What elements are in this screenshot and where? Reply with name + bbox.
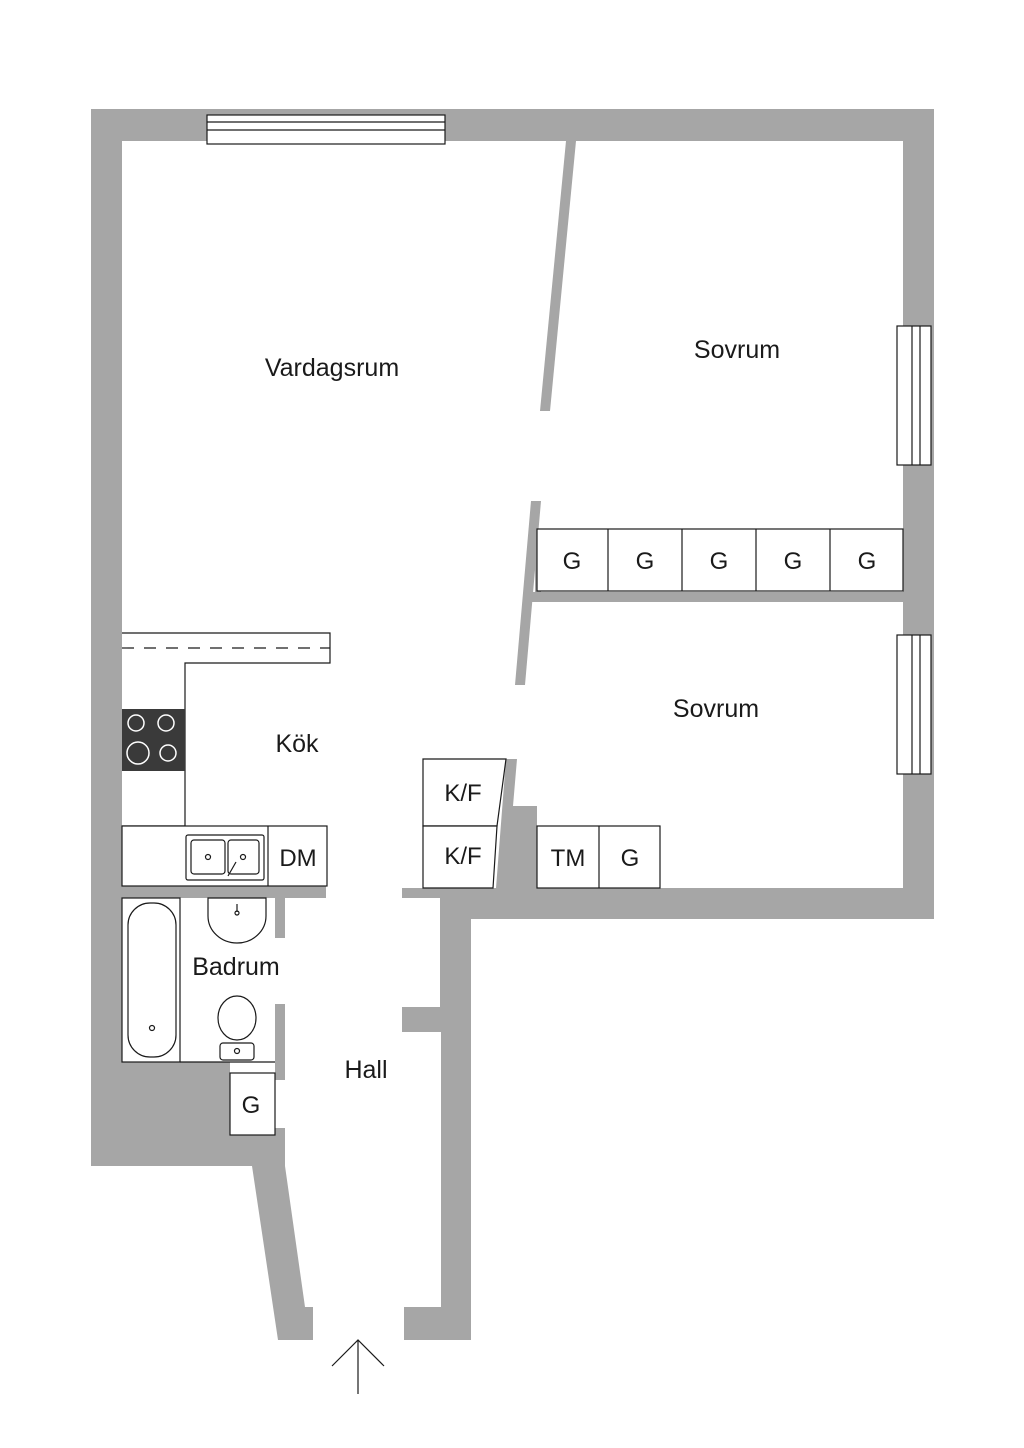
window-bedroom-1 <box>896 325 932 466</box>
sink-icon <box>185 834 265 881</box>
room-label-sovrum-1: Sovrum <box>694 336 780 364</box>
room-label-kok: Kök <box>275 730 319 758</box>
bedroom-units: TM G <box>536 825 661 889</box>
wall-kf-side <box>496 759 537 888</box>
kitchen: DM <box>121 632 331 887</box>
fridge-freezer-label-2: K/F <box>444 843 481 870</box>
washbasin-icon <box>207 897 267 944</box>
fridge-freezer-label-1: K/F <box>444 780 481 807</box>
wardrobe-label-2: G <box>636 548 655 575</box>
wall-kitchen-bath <box>122 886 326 898</box>
bathroom <box>121 897 275 1063</box>
wall-bath-right-top <box>275 898 285 938</box>
wardrobe-label-5: G <box>858 548 877 575</box>
wall-bath-right-bottom <box>275 1004 285 1080</box>
walls <box>91 109 934 1340</box>
wall-hall-left-slanted <box>252 1166 313 1340</box>
hall-closet <box>229 1072 276 1136</box>
fridge-freezer-2 <box>422 825 498 889</box>
wall-left <box>91 109 122 1166</box>
bathtub-icon <box>127 902 177 1058</box>
toilet-icon <box>217 995 257 1061</box>
wardrobe-label-1: G <box>563 548 582 575</box>
windows <box>206 114 932 775</box>
wall-hall-right-bottom <box>402 1007 471 1032</box>
wall-closet-right <box>275 1128 285 1166</box>
tumble-dryer-label: TM <box>551 845 586 872</box>
wall-bottom-bedroom <box>470 888 934 919</box>
dishwasher-label: DM <box>279 845 316 872</box>
hall-closet-label: G <box>242 1092 261 1119</box>
stove-icon <box>122 709 185 771</box>
wardrobe-label-4: G <box>784 548 803 575</box>
wall-hall-bottom-right <box>404 1032 471 1340</box>
room-label-vardagsrum: Vardagsrum <box>265 354 399 382</box>
wardrobes: G G G G G <box>536 528 904 592</box>
wall-hall-stub <box>402 888 442 898</box>
wall-between-bedrooms <box>531 592 903 602</box>
entrance-arrow-icon <box>331 1339 385 1394</box>
wall-right <box>903 109 934 919</box>
wardrobe-label-3: G <box>710 548 729 575</box>
wall-bottom-left <box>91 1062 285 1166</box>
room-label-sovrum-2: Sovrum <box>673 695 759 723</box>
room-label-hall: Hall <box>344 1056 387 1084</box>
window-bedroom-2 <box>896 634 932 775</box>
wall-living-bedroom-slanted <box>540 141 576 411</box>
room-label-badrum: Badrum <box>192 953 280 981</box>
bedroom-closet-label: G <box>621 845 640 872</box>
fridge-freezers: K/F K/F <box>422 758 507 889</box>
wall-hall-right-lower <box>440 1000 471 1032</box>
wall-living-bedroom2-slanted <box>515 501 541 685</box>
